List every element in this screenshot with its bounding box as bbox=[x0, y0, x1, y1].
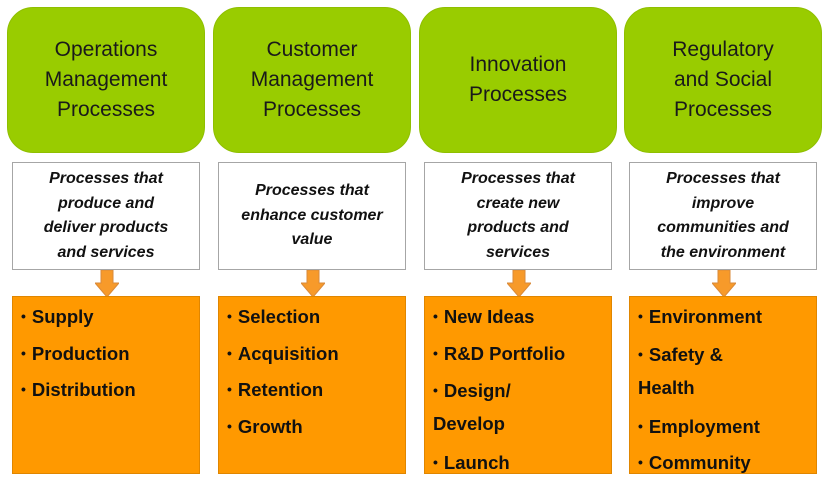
description-line: produce and bbox=[57, 194, 154, 212]
list-item: •Distribution bbox=[21, 379, 136, 400]
list-item: •Production bbox=[21, 342, 130, 364]
header-regulatory-social: Regulatory and Social Processes bbox=[624, 7, 822, 153]
down-arrow-icon bbox=[301, 270, 325, 297]
description-innovation: Processes that create new products and s… bbox=[424, 162, 612, 270]
list-item: •Retention bbox=[227, 379, 324, 400]
list-innovation: •New Ideas •R&D Portfolio •Design/ Devel… bbox=[424, 296, 612, 474]
description-regulatory: Processes that improve communities and t… bbox=[629, 162, 817, 270]
header-line: Processes bbox=[262, 98, 362, 121]
description-line: Processes that bbox=[49, 170, 163, 187]
column-customer: Customer Management Processes Processes … bbox=[213, 0, 411, 485]
description-operations: Processes that produce and deliver produ… bbox=[12, 162, 200, 270]
list-item: •Selection bbox=[227, 306, 321, 327]
description-line: enhance customer bbox=[241, 206, 383, 224]
description-line: Processes that bbox=[666, 170, 780, 187]
list-item: •Supply bbox=[21, 306, 94, 327]
description-line: and services bbox=[57, 243, 155, 261]
header-line: and Social bbox=[673, 68, 773, 91]
column-regulatory: Regulatory and Social Processes Processe… bbox=[624, 0, 822, 485]
header-customer-management: Customer Management Processes bbox=[213, 7, 411, 153]
column-operations: Operations Management Processes Processe… bbox=[7, 0, 205, 485]
header-line: Operations bbox=[54, 38, 158, 61]
description-line: create new bbox=[476, 194, 560, 212]
header-line: Processes bbox=[468, 83, 568, 106]
list-item: •Design/ Develop bbox=[433, 380, 511, 434]
list-operations: •Supply •Production •Distribution bbox=[12, 296, 200, 474]
header-operations-management: Operations Management Processes bbox=[7, 7, 205, 153]
description-line: the environment bbox=[660, 243, 786, 261]
description-line: products and bbox=[467, 219, 569, 236]
list-item: •Employment bbox=[638, 415, 760, 437]
header-line: Management bbox=[44, 68, 168, 91]
column-innovation: Innovation Processes Processes that crea… bbox=[419, 0, 617, 485]
header-line: Processes bbox=[673, 98, 773, 121]
header-line: Processes bbox=[56, 98, 156, 121]
list-item: •Safety & Health bbox=[638, 343, 723, 398]
description-line: value bbox=[291, 231, 333, 249]
description-line: Processes that bbox=[255, 182, 369, 200]
list-customer: •Selection •Acquisition •Retention •Grow… bbox=[218, 296, 406, 474]
description-line: communities and bbox=[657, 219, 789, 236]
list-item: •Acquisition bbox=[227, 342, 339, 364]
list-regulatory: •Environment •Safety & Health •Employmen… bbox=[629, 296, 817, 474]
header-line: Innovation bbox=[469, 53, 567, 76]
header-line: Customer bbox=[266, 38, 358, 61]
description-line: improve bbox=[691, 194, 755, 212]
list-item: •Growth bbox=[227, 415, 303, 437]
description-customer: Processes that enhance customer value bbox=[218, 162, 406, 270]
down-arrow-icon bbox=[95, 270, 119, 297]
list-item: •New Ideas bbox=[433, 306, 535, 327]
down-arrow-icon bbox=[507, 270, 531, 297]
list-item: •Environment bbox=[638, 306, 762, 327]
header-line: Management bbox=[250, 68, 374, 91]
description-line: Processes that bbox=[461, 170, 575, 187]
header-innovation: Innovation Processes bbox=[419, 7, 617, 153]
header-line: Regulatory bbox=[672, 38, 774, 61]
down-arrow-icon bbox=[712, 270, 736, 297]
description-line: deliver products bbox=[43, 219, 169, 236]
list-item: •Launch bbox=[433, 452, 510, 473]
list-item: •R&D Portfolio bbox=[433, 342, 566, 364]
list-item: •Community bbox=[638, 452, 751, 473]
description-line: services bbox=[485, 243, 551, 261]
